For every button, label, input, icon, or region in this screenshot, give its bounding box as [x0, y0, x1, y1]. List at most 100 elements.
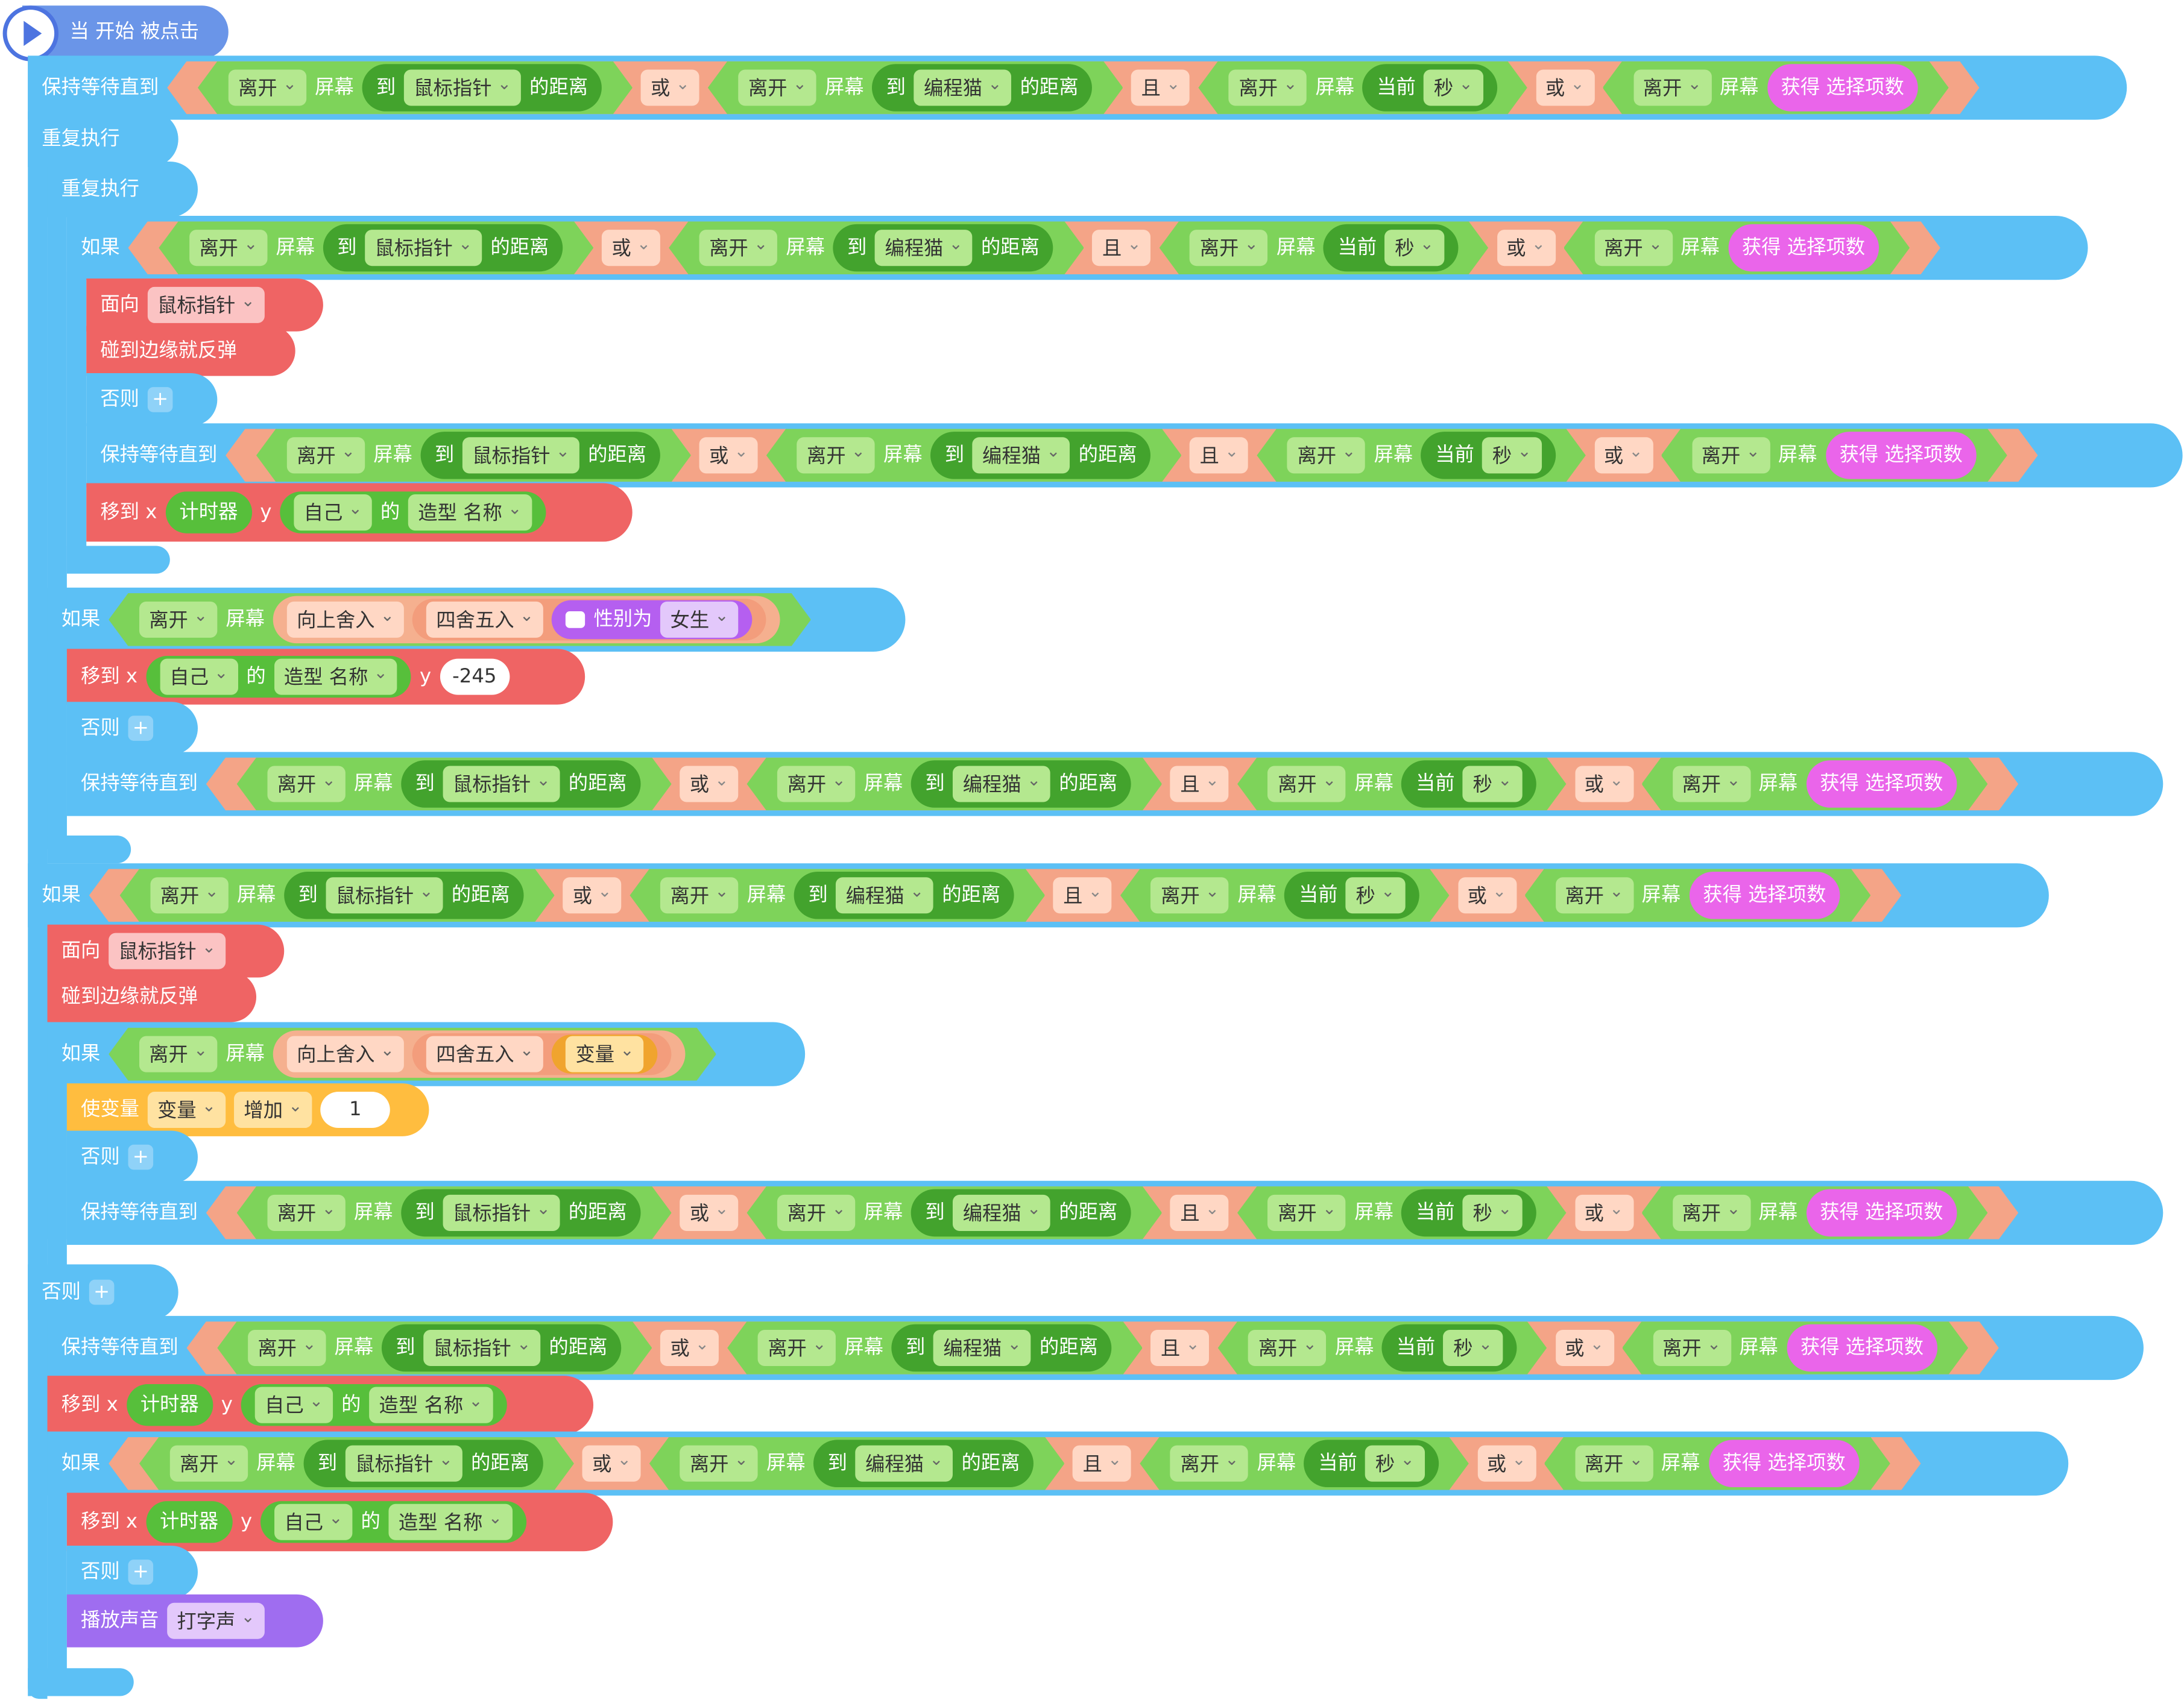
and-dropdown[interactable]: 且: [1170, 1195, 1229, 1231]
leave-cat-condition[interactable]: 离开 屏幕 到编程猫的距离: [669, 221, 1084, 274]
self-costume-reporter[interactable]: 自己的造型 名称: [280, 491, 546, 534]
variable-dropdown[interactable]: 变量: [566, 1036, 643, 1072]
ceil-dropdown[interactable]: 向上舍入: [287, 602, 404, 638]
leave-mouse-condition[interactable]: 离开 屏幕 到鼠标指针的距离: [256, 429, 691, 482]
and-dropdown[interactable]: 且: [1170, 766, 1229, 802]
leave-mouse-condition[interactable]: 离开 屏幕 到鼠标指针的距离: [237, 1186, 672, 1239]
second-dropdown[interactable]: 秒: [1385, 230, 1444, 266]
leave-second-condition[interactable]: 离开 屏幕 当前秒: [1198, 61, 1527, 115]
self-dropdown[interactable]: 自己: [274, 1503, 353, 1540]
bounce-block[interactable]: 碰到边缘就反弹: [47, 972, 257, 1022]
leave-mouse-condition[interactable]: 离开 屏幕 到鼠标指针的距离: [237, 758, 672, 811]
add-branch-button[interactable]: +: [128, 1560, 154, 1585]
add-branch-button[interactable]: +: [147, 387, 173, 412]
leave-cat-condition[interactable]: 离开 屏幕 到编程猫的距离: [727, 1321, 1143, 1374]
leave-cat-condition[interactable]: 离开 屏幕 到编程猫的距离: [649, 1437, 1065, 1490]
repeat-block[interactable]: 重复执行: [28, 111, 178, 168]
condition-operator[interactable]: 离开 屏幕 到鼠标指针的距离 或 离开 屏幕 到编程猫的距离 且 离开 屏幕 当…: [128, 221, 1940, 274]
or-dropdown[interactable]: 或: [1555, 1330, 1614, 1366]
cat-dropdown[interactable]: 编程猫: [836, 877, 934, 913]
leave-dropdown[interactable]: 离开: [1672, 1195, 1750, 1231]
leave-dropdown[interactable]: 离开: [1633, 69, 1711, 105]
second-dropdown[interactable]: 秒: [1483, 437, 1541, 473]
leave-second-condition[interactable]: 离开 屏幕 当前秒: [1237, 1186, 1566, 1239]
option-count-reporter[interactable]: 获得 选择项数: [1767, 64, 1918, 112]
distance-reporter[interactable]: 到鼠标指针的距离: [362, 64, 602, 112]
and-dropdown[interactable]: 且: [1131, 69, 1190, 105]
move-to-block[interactable]: 移到 x 计时器 y 自己的造型 名称: [86, 483, 633, 542]
or-condition[interactable]: 离开 屏幕 到鼠标指针的距离: [198, 61, 633, 115]
leave-dropdown[interactable]: 离开: [1190, 230, 1268, 266]
face-toward-block[interactable]: 面向 鼠标指针: [86, 278, 323, 332]
leave-option-condition[interactable]: 离开 屏幕 获得 选择项数: [1641, 1186, 1987, 1239]
leave-dropdown[interactable]: 离开: [739, 69, 816, 105]
or-dropdown[interactable]: 或: [699, 437, 758, 473]
and-dropdown[interactable]: 且: [1073, 1446, 1131, 1482]
self-costume-reporter[interactable]: 自己的造型 名称: [241, 1384, 507, 1426]
second-dropdown[interactable]: 秒: [1366, 1446, 1424, 1482]
costume-name-dropdown[interactable]: 造型 名称: [388, 1503, 513, 1540]
or-dropdown[interactable]: 或: [641, 69, 699, 105]
mouse-dropdown[interactable]: 鼠标指针: [326, 877, 443, 913]
move-to-block[interactable]: 移到 x 自己的造型 名称 y -245: [66, 649, 585, 705]
distance-reporter[interactable]: 到编程猫的距离: [873, 64, 1093, 112]
costume-name-dropdown[interactable]: 造型 名称: [369, 1387, 493, 1423]
second-dropdown[interactable]: 秒: [1346, 877, 1404, 913]
sound-dropdown[interactable]: 打字声: [167, 1602, 265, 1639]
leave-cat-condition[interactable]: 离开 屏幕 到编程猫的距离: [747, 758, 1163, 811]
target-dropdown[interactable]: 鼠标指针: [109, 933, 226, 969]
female-dropdown[interactable]: 女生: [660, 602, 738, 638]
move-to-block[interactable]: 移到 x 计时器 y 自己的造型 名称: [66, 1493, 613, 1552]
option-count-reporter[interactable]: 获得 选择项数: [1806, 760, 1957, 808]
mouse-dropdown[interactable]: 鼠标指针: [404, 69, 521, 105]
leave-option-condition[interactable]: 离开 屏幕 获得 选择项数: [1641, 758, 1987, 811]
distance-reporter[interactable]: 到编程猫的距离: [892, 1324, 1112, 1372]
target-dropdown[interactable]: 鼠标指针: [147, 286, 265, 323]
leave-second-condition[interactable]: 离开 屏幕 当前秒: [1237, 758, 1566, 811]
current-time-reporter[interactable]: 当前秒: [1421, 432, 1555, 479]
option-count-reporter[interactable]: 获得 选择项数: [1825, 432, 1977, 479]
option-count-reporter[interactable]: 获得 选择项数: [1708, 1440, 1860, 1487]
distance-reporter[interactable]: 到编程猫的距离: [911, 1189, 1131, 1237]
leave-cat-condition[interactable]: 离开 屏幕 到编程猫的距离: [766, 429, 1182, 482]
if-block[interactable]: 如果 离开 屏幕 到鼠标指针的距离 或 离开 屏幕 到编程猫的距离 且 离开 屏…: [66, 216, 2088, 280]
timer-reporter[interactable]: 计时器: [165, 491, 252, 534]
leave-dropdown[interactable]: 离开: [287, 437, 365, 473]
distance-reporter[interactable]: 到鼠标指针的距离: [323, 224, 563, 272]
distance-reporter[interactable]: 到编程猫的距离: [794, 872, 1014, 919]
or-dropdown[interactable]: 或: [1536, 69, 1594, 105]
distance-reporter[interactable]: 到编程猫的距离: [814, 1440, 1034, 1487]
increment-input[interactable]: 1: [320, 1091, 391, 1129]
round-dropdown[interactable]: 四舍五入: [426, 602, 543, 638]
leave-dropdown[interactable]: 离开: [139, 602, 217, 638]
current-time-reporter[interactable]: 当前秒: [1382, 1324, 1516, 1372]
leave-dropdown[interactable]: 离开: [1249, 1330, 1327, 1366]
mouse-dropdown[interactable]: 鼠标指针: [423, 1330, 540, 1366]
leave-dropdown[interactable]: 离开: [248, 1330, 326, 1366]
second-dropdown[interactable]: 秒: [1463, 1195, 1521, 1231]
round-dropdown[interactable]: 四舍五入: [426, 1036, 543, 1072]
leave-dropdown[interactable]: 离开: [1170, 1446, 1248, 1482]
cat-dropdown[interactable]: 编程猫: [953, 1195, 1051, 1231]
leave-dropdown[interactable]: 离开: [1555, 877, 1633, 913]
mouse-dropdown[interactable]: 鼠标指针: [462, 437, 579, 473]
y-value-input[interactable]: -245: [440, 658, 510, 695]
if-block[interactable]: 如果 离开 屏幕 向上舍入 四舍五入 变量: [47, 1022, 806, 1086]
leave-dropdown[interactable]: 离开: [1287, 437, 1365, 473]
leave-option-condition[interactable]: 离开 屏幕 获得 选择项数: [1524, 869, 1870, 922]
leave-option-condition[interactable]: 离开 屏幕 获得 选择项数: [1661, 429, 2007, 482]
wait-until-block[interactable]: 保持等待直到 离开 屏幕 到鼠标指针的距离 或 离开 屏幕 到编程猫的距离 且 …: [66, 752, 2163, 816]
leave-dropdown[interactable]: 离开: [229, 69, 306, 105]
cat-dropdown[interactable]: 编程猫: [856, 1446, 953, 1482]
condition-operator[interactable]: 离开 屏幕 到鼠标指针的距离 或 离开 屏幕 到编程猫的距离 且 离开 屏幕 当…: [206, 1186, 2018, 1239]
cat-dropdown[interactable]: 编程猫: [953, 766, 1051, 802]
leave-dropdown[interactable]: 离开: [1268, 766, 1346, 802]
and-dropdown[interactable]: 且: [1190, 437, 1248, 473]
distance-reporter[interactable]: 到鼠标指针的距离: [284, 872, 523, 919]
leave-dropdown[interactable]: 离开: [758, 1330, 836, 1366]
ceil-reporter[interactable]: 向上舍入 四舍五入 变量: [273, 1030, 686, 1078]
or-dropdown[interactable]: 或: [1574, 1195, 1633, 1231]
cat-dropdown[interactable]: 编程猫: [973, 437, 1070, 473]
wait-until-block[interactable]: 保持等待直到 离开 屏幕 到鼠标指针的距离 或 离开 屏幕 到编程猫的距离 且 …: [28, 55, 2127, 120]
